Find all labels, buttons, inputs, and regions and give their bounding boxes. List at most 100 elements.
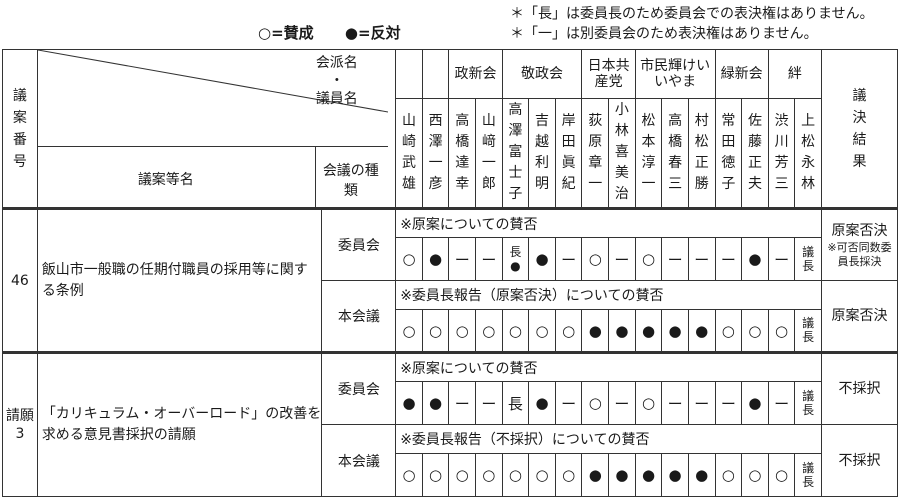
header-gian-tou-mei: 議案等名 xyxy=(137,172,194,188)
vote-cell: 長 xyxy=(501,381,530,425)
vote-cell: ー xyxy=(448,381,477,425)
vote-cell: ○ xyxy=(395,453,423,497)
vote-cell: ○ xyxy=(448,453,477,497)
party-shimin: 市民輝けいいやま xyxy=(634,49,716,99)
meeting-type: 本会議 xyxy=(321,280,397,353)
vote-cell: ○ xyxy=(634,381,663,425)
vote-cell: ー xyxy=(687,237,716,281)
vote-cell: ー xyxy=(554,381,583,425)
member-name: 佐藤正夫 xyxy=(741,97,769,210)
member-name: 松本淳一 xyxy=(634,97,663,210)
bill-number: 46 xyxy=(2,207,38,353)
vote-table: 議案番号 会派名 ・ 議員名 議案等名 会議の種類 xyxy=(2,49,899,497)
vote-cell: ー xyxy=(714,381,743,425)
member-name: 上松永林 xyxy=(794,97,822,210)
vote-cell: ● xyxy=(741,381,769,425)
member-name: 山崎武雄 xyxy=(395,97,423,210)
vote-cell: ● xyxy=(608,453,636,497)
vote-cell: ○ xyxy=(714,309,743,353)
meeting-result: 原案否決※可否同数委員長採決 xyxy=(820,207,899,281)
notes: ＊「長」は委員長のため委員会での表決権はありません。 ＊「一」は別委員会のため表… xyxy=(510,4,874,44)
vote-cell: ○ xyxy=(581,237,610,281)
meeting-note: ※委員長報告（不採択）についての賛否 xyxy=(395,424,822,454)
meeting-note: ※原案についての賛否 xyxy=(395,207,822,238)
vote-cell: ○ xyxy=(714,453,743,497)
vote-cell: ー xyxy=(448,237,477,281)
vote-cell: ○ xyxy=(767,309,796,353)
vote-cell: ○ xyxy=(475,309,503,353)
meeting-result: 不採択 xyxy=(820,351,899,425)
vote-cell: ー xyxy=(767,237,796,281)
vote-cell: ● xyxy=(528,237,556,281)
member-name: 山﨑一郎 xyxy=(475,97,503,210)
party-blank xyxy=(395,49,423,99)
note-line: ＊「長」は委員長のため委員会での表決権はありません。 xyxy=(510,6,874,22)
vote-cell: ● xyxy=(421,381,450,425)
member-name: 岸田眞紀 xyxy=(554,97,583,210)
vote-cell: ○ xyxy=(741,309,769,353)
vote-cell: ー xyxy=(475,237,503,281)
vote-cell: ー xyxy=(714,237,743,281)
vote-cell: ○ xyxy=(448,309,477,353)
vote-cell: ○ xyxy=(528,453,556,497)
vote-cell: ○ xyxy=(501,453,530,497)
party-kizuna: 絆 xyxy=(767,49,822,99)
header-diagonal: 会派名 ・ 議員名 議案等名 会議の種類 xyxy=(36,49,397,209)
member-name: 小林喜美治 xyxy=(608,97,636,210)
member-name: 高橋春三 xyxy=(661,97,689,210)
vote-cell: ● xyxy=(661,453,689,497)
vote-cell: ー xyxy=(661,237,689,281)
legend: ○=賛成 ●=反対 xyxy=(258,22,427,43)
diagonal-line xyxy=(38,50,388,113)
party-ryokushinkai: 緑新会 xyxy=(714,49,769,99)
member-name: 高橋達幸 xyxy=(448,97,477,210)
legend-yes: ○=賛成 xyxy=(258,24,314,42)
header-giketsu-kekka: 議決結果 xyxy=(820,49,899,209)
vote-cell: ー xyxy=(687,381,716,425)
vote-cell: ● xyxy=(421,237,450,281)
party-blank xyxy=(421,49,450,99)
vote-cell: ● xyxy=(634,309,663,353)
legend-no: ●=反対 xyxy=(344,24,401,42)
meeting-type: 委員会 xyxy=(321,207,397,281)
meeting-note: ※原案についての賛否 xyxy=(395,351,822,382)
vote-cell: ● xyxy=(395,381,423,425)
vote-cell: ● xyxy=(687,309,716,353)
vote-cell: ○ xyxy=(554,309,583,353)
vote-cell: ー xyxy=(608,381,636,425)
vote-cell: ● xyxy=(581,453,610,497)
meeting-result: 原案否決 xyxy=(820,280,899,353)
header-kaigi-shurui: 会議の種類 xyxy=(322,163,379,199)
vote-cell: ○ xyxy=(501,309,530,353)
vote-cell: ○ xyxy=(767,453,796,497)
meeting-type: 本会議 xyxy=(321,424,397,497)
vote-cell: ー xyxy=(608,237,636,281)
vote-cell: ○ xyxy=(634,237,663,281)
vote-cell: ○ xyxy=(421,309,450,353)
vote-cell: ○ xyxy=(528,309,556,353)
vote-cell: ● xyxy=(741,237,769,281)
vote-cell: 議長 xyxy=(794,453,822,497)
meeting-note: ※委員長報告（原案否決）についての賛否 xyxy=(395,280,822,310)
vote-cell: ● xyxy=(634,453,663,497)
party-keiseikai: 敬政会 xyxy=(501,49,583,99)
vote-cell: ● xyxy=(661,309,689,353)
vote-cell: ー xyxy=(554,237,583,281)
note-line: ＊「一」は別委員会のため表決権はありません。 xyxy=(510,26,818,42)
vote-cell: 議長 xyxy=(794,237,822,281)
member-name: 吉越利明 xyxy=(528,97,556,210)
vote-cell: ● xyxy=(528,381,556,425)
vote-cell: ○ xyxy=(395,309,423,353)
vote-cell: ○ xyxy=(421,453,450,497)
member-name: 西澤一彦 xyxy=(421,97,450,210)
member-name: 常田徳子 xyxy=(714,97,743,210)
vote-cell: 議長 xyxy=(794,309,822,353)
vote-cell: ー xyxy=(661,381,689,425)
vote-cell: ● xyxy=(608,309,636,353)
header-gian-bango: 議案番号 xyxy=(2,49,38,209)
member-name: 高澤富士子 xyxy=(501,97,530,210)
vote-cell: ● xyxy=(581,309,610,353)
meeting-type: 委員会 xyxy=(321,351,397,425)
vote-cell: ○ xyxy=(475,453,503,497)
meeting-result: 不採択 xyxy=(820,424,899,497)
